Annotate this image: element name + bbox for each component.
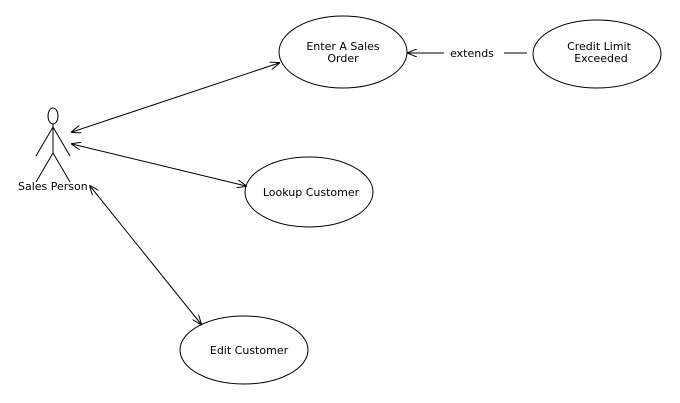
- extends-label: extends: [450, 47, 494, 60]
- actor-label: Sales Person: [18, 180, 88, 193]
- actor-head: [47, 107, 59, 125]
- association-actor-edit-customer[interactable]: [90, 186, 201, 324]
- actor-right-arm: [52, 126, 71, 157]
- use-case-label-line1: Enter A Sales: [306, 40, 380, 53]
- use-case-label-line2: Order: [327, 52, 359, 65]
- sales-person-actor[interactable]: Sales Person: [18, 107, 88, 193]
- use-case-label-line2: Exceeded: [574, 52, 628, 65]
- association-actor-enter-sales-order[interactable]: [72, 63, 279, 132]
- use-case-lookup-customer[interactable]: Lookup Customer: [244, 156, 374, 228]
- use-case-credit-limit-exceeded[interactable]: Credit Limit Exceeded: [532, 19, 662, 89]
- use-case-edit-customer[interactable]: Edit Customer: [179, 315, 309, 385]
- use-case-ellipse: [244, 156, 374, 228]
- association-actor-lookup-customer[interactable]: [72, 144, 246, 186]
- use-case-ellipse: [532, 19, 662, 89]
- extends-relationship[interactable]: extends: [408, 47, 527, 60]
- actor-left-arm: [35, 126, 54, 157]
- actor-left-leg: [35, 152, 54, 183]
- actor-right-leg: [52, 152, 71, 183]
- use-case-label: Lookup Customer: [263, 186, 360, 199]
- use-case-label-line1: Credit Limit: [567, 40, 632, 53]
- use-case-label: Edit Customer: [210, 344, 289, 357]
- use-case-ellipse: [179, 315, 309, 385]
- use-case-enter-sales-order[interactable]: Enter A Sales Order: [278, 15, 408, 89]
